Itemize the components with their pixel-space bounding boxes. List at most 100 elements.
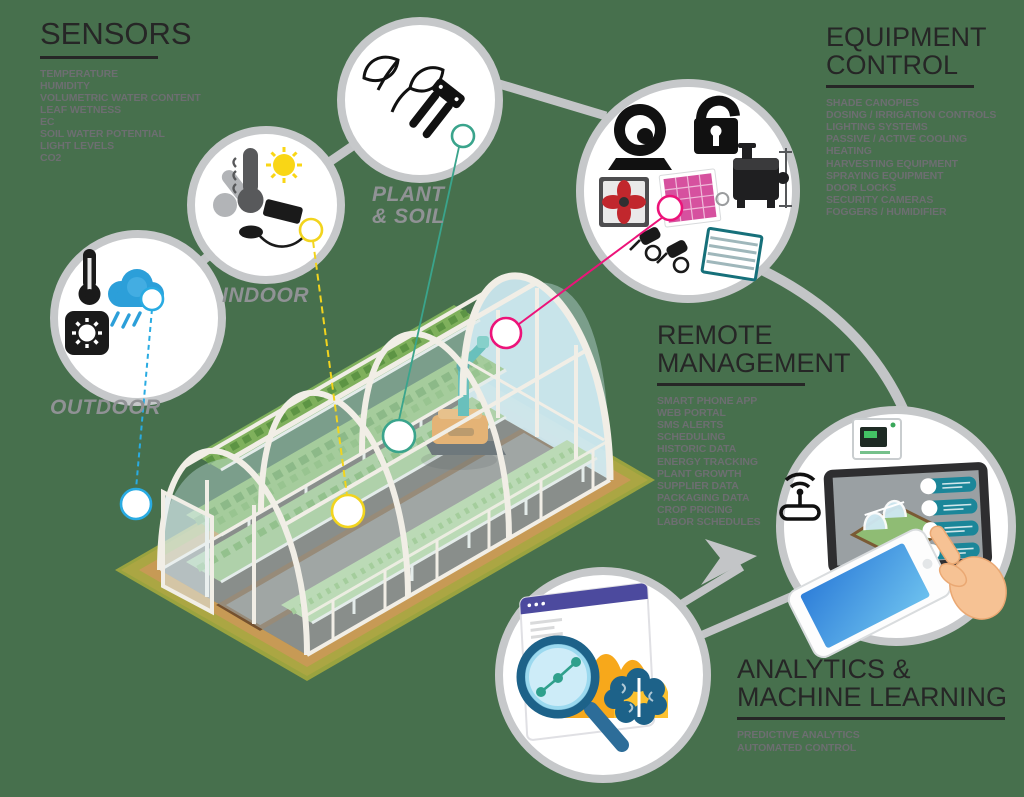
sensor-list-item: HUMIDITY — [40, 79, 90, 92]
louver-vent-icon — [700, 226, 764, 282]
equipment-control-section: EQUIPMENT CONTROL SHADE CANOPIES DOSING … — [826, 22, 996, 218]
equipment-list-item: SHADE CANOPIES — [826, 97, 920, 110]
remote-list-item: HISTORIC DATA — [657, 443, 737, 456]
wifi-router-icon — [779, 472, 821, 521]
leaf-icon — [362, 55, 445, 113]
sensor-list-item: VOLUMETRIC WATER CONTENT — [40, 91, 201, 104]
remote-title-line1: REMOTE — [657, 320, 773, 350]
connector-analytics-remote — [686, 585, 810, 645]
equipment-list-item: DOOR LOCKS — [826, 181, 897, 194]
sensor-list-item: EC — [40, 115, 55, 128]
equipment-title-line1: EQUIPMENT — [826, 22, 987, 52]
greenhouse-high-shelf — [195, 305, 481, 472]
outdoor-label: OUTDOOR — [50, 396, 161, 419]
plantsoil-source-ring — [450, 123, 476, 149]
greenhouse-illustration — [115, 272, 655, 681]
equipment-list-item: LIGHTING SYSTEMS — [826, 121, 928, 134]
arrow-head-icon — [701, 539, 757, 585]
callout-line-outdoor — [135, 308, 153, 490]
webcam-icon — [608, 104, 672, 170]
outdoor-target-ring — [119, 487, 153, 521]
remote-management-title: REMOTE MANAGEMENT — [657, 320, 851, 378]
magnifier-chart-icon — [516, 635, 629, 752]
plant-soil-label: PLANT & SOIL — [372, 183, 446, 229]
remote-list-item: SMS ALERTS — [657, 419, 724, 432]
indoor-source-ring — [298, 217, 324, 243]
base-rail-front — [305, 478, 612, 657]
data-logger-icon — [239, 199, 308, 248]
analytics-title-line2: MACHINE LEARNING — [737, 681, 1008, 712]
plant-soil-sensors-circle — [337, 17, 503, 183]
remote-icons — [779, 418, 1007, 659]
soil-probe-icon — [409, 78, 465, 139]
analytics-underline — [737, 717, 1005, 721]
greenhouse-door — [161, 488, 214, 616]
sun-icon — [266, 147, 302, 183]
padlock-icon — [694, 95, 740, 154]
analytics-section: ANALYTICS & MACHINE LEARNING PREDICTIVE … — [737, 654, 1008, 755]
equipment-icons — [599, 95, 792, 282]
remote-list-item: ENERGY TRACKING — [657, 455, 758, 468]
hand-pointer-icon — [929, 525, 1007, 620]
tablet-menu-buttons — [920, 476, 980, 561]
remote-list-item: LABOR SCHEDULES — [657, 516, 761, 528]
sensor-list-item: SOIL WATER POTENTIAL — [40, 128, 165, 141]
remote-list: SMART PHONE APP WEB PORTAL SMS ALERTS SC… — [657, 395, 851, 528]
remote-management-section: REMOTE MANAGEMENT SMART PHONE APP WEB PO… — [657, 320, 851, 528]
sensor-list-item: CO2 — [40, 152, 62, 165]
indoor-label: INDOOR — [222, 284, 309, 307]
sensors-title: SENSORS — [40, 16, 192, 51]
front-studs — [331, 450, 595, 640]
analytics-title: ANALYTICS & MACHINE LEARNING — [737, 654, 1008, 712]
equipment-title-line2: CONTROL — [826, 49, 959, 80]
sensor-list-item: LIGHT LEVELS — [40, 140, 115, 153]
remote-list-item: CROP PRICING — [657, 503, 733, 516]
thermometer-icon — [78, 249, 101, 305]
sensor-puck-icon — [239, 225, 263, 239]
equipment-list-item: HEATING — [826, 145, 872, 158]
remote-underline — [657, 383, 805, 387]
equipment-list-item: SPRAYING EQUIPMENT — [826, 169, 944, 182]
sensor-list-item: TEMPERATURE — [40, 67, 119, 80]
greenhouse-structure — [157, 272, 614, 657]
remote-list-item: WEB PORTAL — [657, 407, 726, 420]
callout-lines — [135, 146, 664, 496]
sensors-section: SENSORS TEMPERATURE HUMIDITY VOLUMETRIC … — [40, 18, 201, 164]
plantsoil-target-ring — [381, 418, 417, 454]
analytics-icons — [516, 582, 668, 752]
equipment-list-item: PASSIVE / ACTIVE COOLING — [826, 133, 968, 146]
connector-equipment-remote — [759, 265, 913, 422]
smartphone-icon — [787, 528, 952, 659]
greenhouse-bench-right — [281, 440, 598, 625]
knee-rail — [306, 438, 611, 617]
sensors-list: TEMPERATURE HUMIDITY VOLUMETRIC WATER CO… — [40, 68, 201, 165]
indoor-target-ring — [330, 493, 366, 529]
indoor-icons — [213, 147, 308, 248]
equipment-underline — [826, 85, 974, 89]
analytics-list-item: AUTOMATED CONTROL — [737, 742, 857, 755]
analytics-list: PREDICTIVE ANALYTICS AUTOMATED CONTROL — [737, 729, 1007, 755]
remote-title-line2: MANAGEMENT — [657, 347, 851, 378]
brain-icon — [604, 668, 667, 725]
equipment-control-title: EQUIPMENT CONTROL — [826, 22, 996, 80]
plant-soil-icons — [362, 55, 465, 139]
scatter-line-chart — [536, 657, 581, 697]
equipment-list-item: FOGGERS / HUMIDIFIER — [826, 205, 947, 218]
analytics-title-line1: ANALYTICS & — [737, 654, 911, 684]
purlin-back — [181, 290, 488, 469]
callout-line-equipment — [518, 216, 664, 325]
remote-list-item: PLANT GROWTH — [657, 467, 742, 480]
callout-line-indoor — [312, 240, 348, 496]
sun-icon — [65, 311, 109, 355]
sprayer-icon — [629, 227, 690, 274]
callout-rings — [119, 123, 684, 529]
equipment-source-ring — [656, 194, 684, 222]
equipment-list: SHADE CANOPIES DOSING / IRRIGATION CONTR… — [826, 97, 996, 218]
sensor-list-item: LEAF WETNESS — [40, 103, 122, 116]
sensors-underline — [40, 55, 158, 59]
remote-list-item: PACKAGING DATA — [657, 491, 750, 504]
remote-list-item: SMART PHONE APP — [657, 395, 758, 408]
remote-list-item: SUPPLIER DATA — [657, 479, 739, 492]
